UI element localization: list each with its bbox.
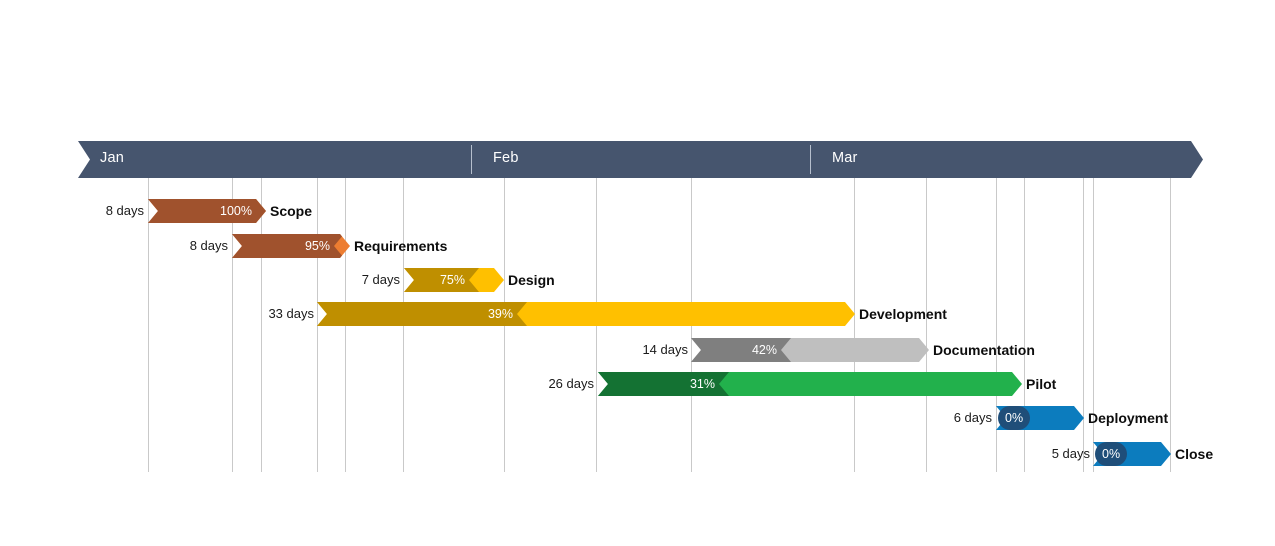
task-name-label: Requirements — [354, 238, 448, 254]
task-progress-label: 75% — [439, 273, 465, 287]
gridline — [996, 178, 997, 472]
gridline — [926, 178, 927, 472]
gridline — [317, 178, 318, 472]
task-bar-progress — [691, 338, 791, 362]
gridline — [1083, 178, 1084, 472]
task-duration-label: 8 days — [189, 238, 228, 253]
task-progress-label: 42% — [751, 343, 777, 357]
gantt-row: 7 days 75% Design — [0, 265, 1275, 295]
task-bar-progress — [404, 268, 479, 292]
gridline — [148, 178, 149, 472]
task-progress-label: 0% — [1095, 442, 1128, 466]
gridline — [1170, 178, 1171, 472]
task-duration-label: 7 days — [361, 272, 400, 287]
task-name-label: Pilot — [1026, 376, 1057, 392]
task-bar-progress — [598, 372, 729, 396]
task-progress-label: 39% — [487, 307, 513, 321]
task-duration-label: 14 days — [642, 342, 688, 357]
task-bar[interactable]: 75% — [404, 268, 504, 292]
task-progress-label: 0% — [998, 406, 1031, 430]
gridline — [1093, 178, 1094, 472]
task-bar[interactable]: 42% — [691, 338, 929, 362]
task-bar[interactable]: 31% — [598, 372, 1022, 396]
gridline — [1024, 178, 1025, 472]
month-label-jan: Jan — [100, 150, 124, 166]
task-duration-label: 33 days — [268, 306, 314, 321]
task-duration-label: 5 days — [1051, 446, 1090, 461]
task-name-label: Development — [859, 306, 947, 322]
gantt-row: 5 days 0% Close — [0, 439, 1275, 469]
task-name-label: Close — [1175, 446, 1214, 462]
timeline-header — [78, 141, 1203, 178]
task-name-label: Scope — [270, 203, 313, 219]
gridline — [854, 178, 855, 472]
task-progress-label: 31% — [689, 377, 715, 391]
task-bar[interactable]: 100% — [148, 199, 266, 223]
gridline — [261, 178, 262, 472]
month-separator — [471, 145, 472, 174]
gridline — [232, 178, 233, 472]
month-label-mar: Mar — [832, 150, 858, 166]
gantt-row: 8 days 100% Scope — [0, 196, 1275, 226]
gantt-row: 8 days 95% Requirements — [0, 231, 1275, 261]
gantt-row: 33 days 39% Development — [0, 299, 1275, 329]
task-name-label: Documentation — [933, 342, 1035, 358]
task-duration-label: 6 days — [953, 410, 992, 425]
task-bar-progress — [317, 302, 527, 326]
task-progress-label: 100% — [220, 204, 252, 218]
task-bar-progress — [232, 234, 344, 258]
task-bar[interactable]: 39% — [317, 302, 855, 326]
task-progress-label: 95% — [304, 239, 330, 253]
gantt-row: 6 days 0% Deployment — [0, 403, 1275, 433]
task-duration-label: 8 days — [105, 203, 144, 218]
gantt-row: 14 days 42% Documentation — [0, 335, 1275, 365]
task-bar[interactable]: 95% — [232, 234, 350, 258]
task-name-label: Deployment — [1088, 410, 1169, 426]
month-label-feb: Feb — [493, 150, 519, 166]
task-duration-label: 26 days — [548, 376, 594, 391]
gantt-row: 26 days 31% Pilot — [0, 369, 1275, 399]
task-bar-progress — [148, 199, 266, 223]
task-name-label: Design — [508, 272, 555, 288]
month-separator — [810, 145, 811, 174]
